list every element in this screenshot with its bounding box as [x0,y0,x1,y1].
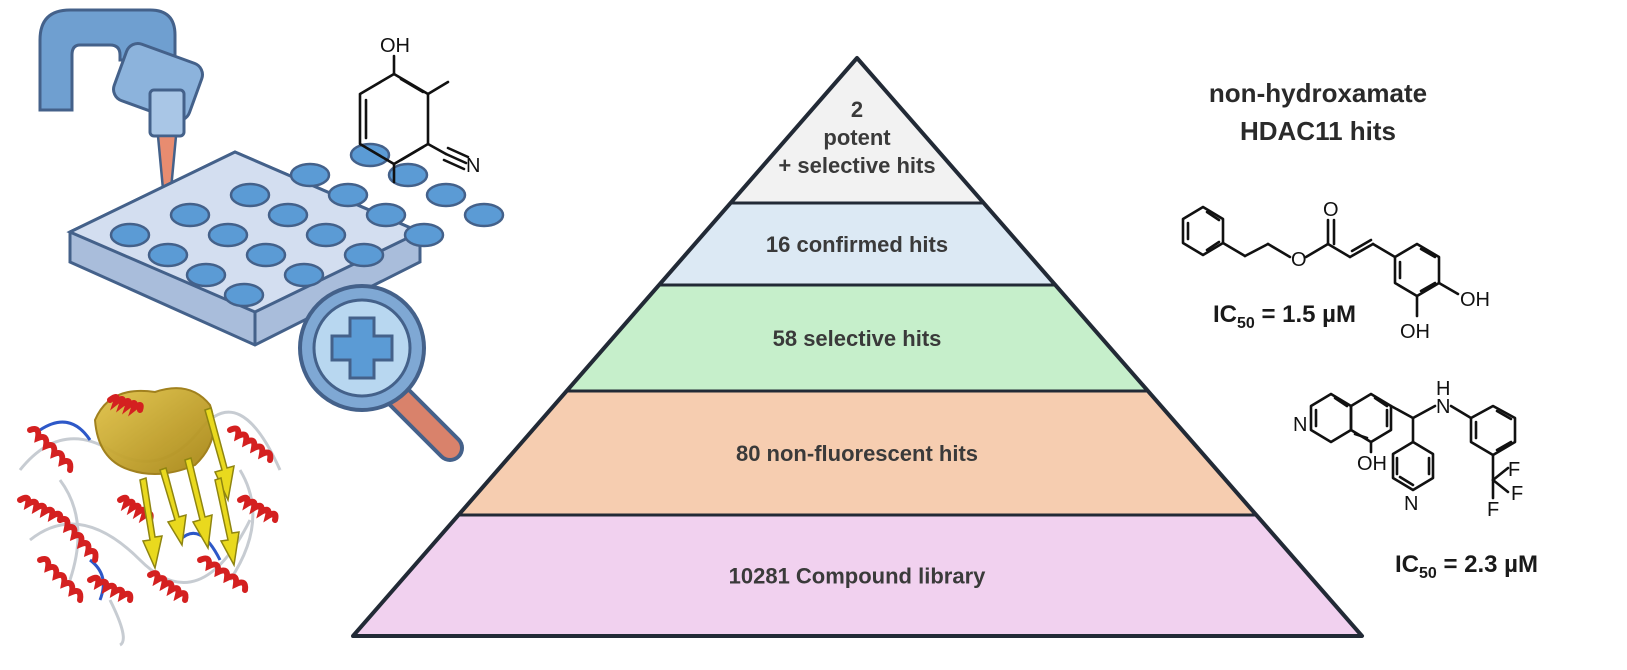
well-plate-icon [66,142,505,347]
plus-icon [330,316,394,380]
pyramid-tier-3-label: 58 selective hits [773,326,942,351]
protein-helix [87,574,134,603]
plate-well [109,222,151,248]
plate-well [387,162,429,188]
protein-helix [37,556,84,603]
hydroxyl-label: OH [380,35,410,57]
plate-well [245,242,287,268]
plate-well [327,182,369,208]
hits-heading-line1: non-hydroxamate [1209,78,1427,108]
amine-h-label: H [1436,378,1450,400]
plate-well [223,282,265,308]
protein-helix [197,555,249,593]
protein-helix [17,494,64,523]
plate-well [403,222,445,248]
pyramid-tier-5-label: 10281 Compound library [729,564,987,589]
pyramid-tier-1-label: 2 [851,97,863,122]
magnifier-icon [298,284,464,462]
plate-well [283,262,325,288]
plate-well [289,162,331,188]
protein-helix [27,426,74,473]
protein-helix [57,516,99,563]
plate-well [305,222,347,248]
plate-well [229,182,271,208]
pyramid-tier-4-label: 80 non-fluorescent hits [736,441,978,466]
hit1-ic50-label: IC50 = 1.5 µM [1213,301,1356,332]
plate-well [463,202,505,228]
fragment-structure: OH N [358,35,480,184]
plate-well [185,262,227,288]
plate-well [349,142,391,168]
protein-helix [237,494,279,523]
hit1-hydroxyl-a: OH [1460,289,1490,311]
protein-helix [147,570,189,603]
hit2-structure: N H N OH N F F F IC50 = 2.3 µM [1293,378,1538,582]
fluorine-3: F [1487,499,1499,521]
pyramid-tier-1-label: + selective hits [778,153,935,178]
hit1-structure: O O OH OH IC50 = 1.5 µM [1181,199,1490,343]
hits-heading-line2: HDAC11 hits [1240,116,1396,146]
pyramid-tier-2-label: 16 confirmed hits [766,232,948,257]
protein-helix [107,394,144,417]
fluorine-2: F [1508,459,1520,481]
plate-well [267,202,309,228]
plate-well [425,182,467,208]
pyramid-tier-1-label: potent [823,125,891,150]
plate-well [147,242,189,268]
plate-well [207,222,249,248]
pyridine-n-label: N [1404,493,1418,515]
pyramid-outline [351,56,1364,638]
amine-n-label: N [1436,396,1450,418]
protein-helix [227,425,274,463]
screening-illustration [38,8,505,462]
protein-structure-icon [17,387,282,647]
fluorine-1: F [1511,483,1523,505]
hit2-hydroxyl: OH [1357,453,1387,475]
dispenser-icon [38,8,204,202]
quinoline-n-label: N [1293,414,1307,436]
plate-well [343,242,385,268]
hit1-hydroxyl-b: OH [1400,321,1430,343]
plate-well [169,202,211,228]
screening-pyramid: 2 potent + selective hits 16 confirmed hits… [351,56,1364,638]
ester-o-label: O [1291,249,1307,271]
plate-well [365,202,407,228]
carbonyl-o-label: O [1323,199,1339,221]
nitrile-n-label: N [466,155,480,177]
hit2-ic50-label: IC50 = 2.3 µM [1395,551,1538,582]
